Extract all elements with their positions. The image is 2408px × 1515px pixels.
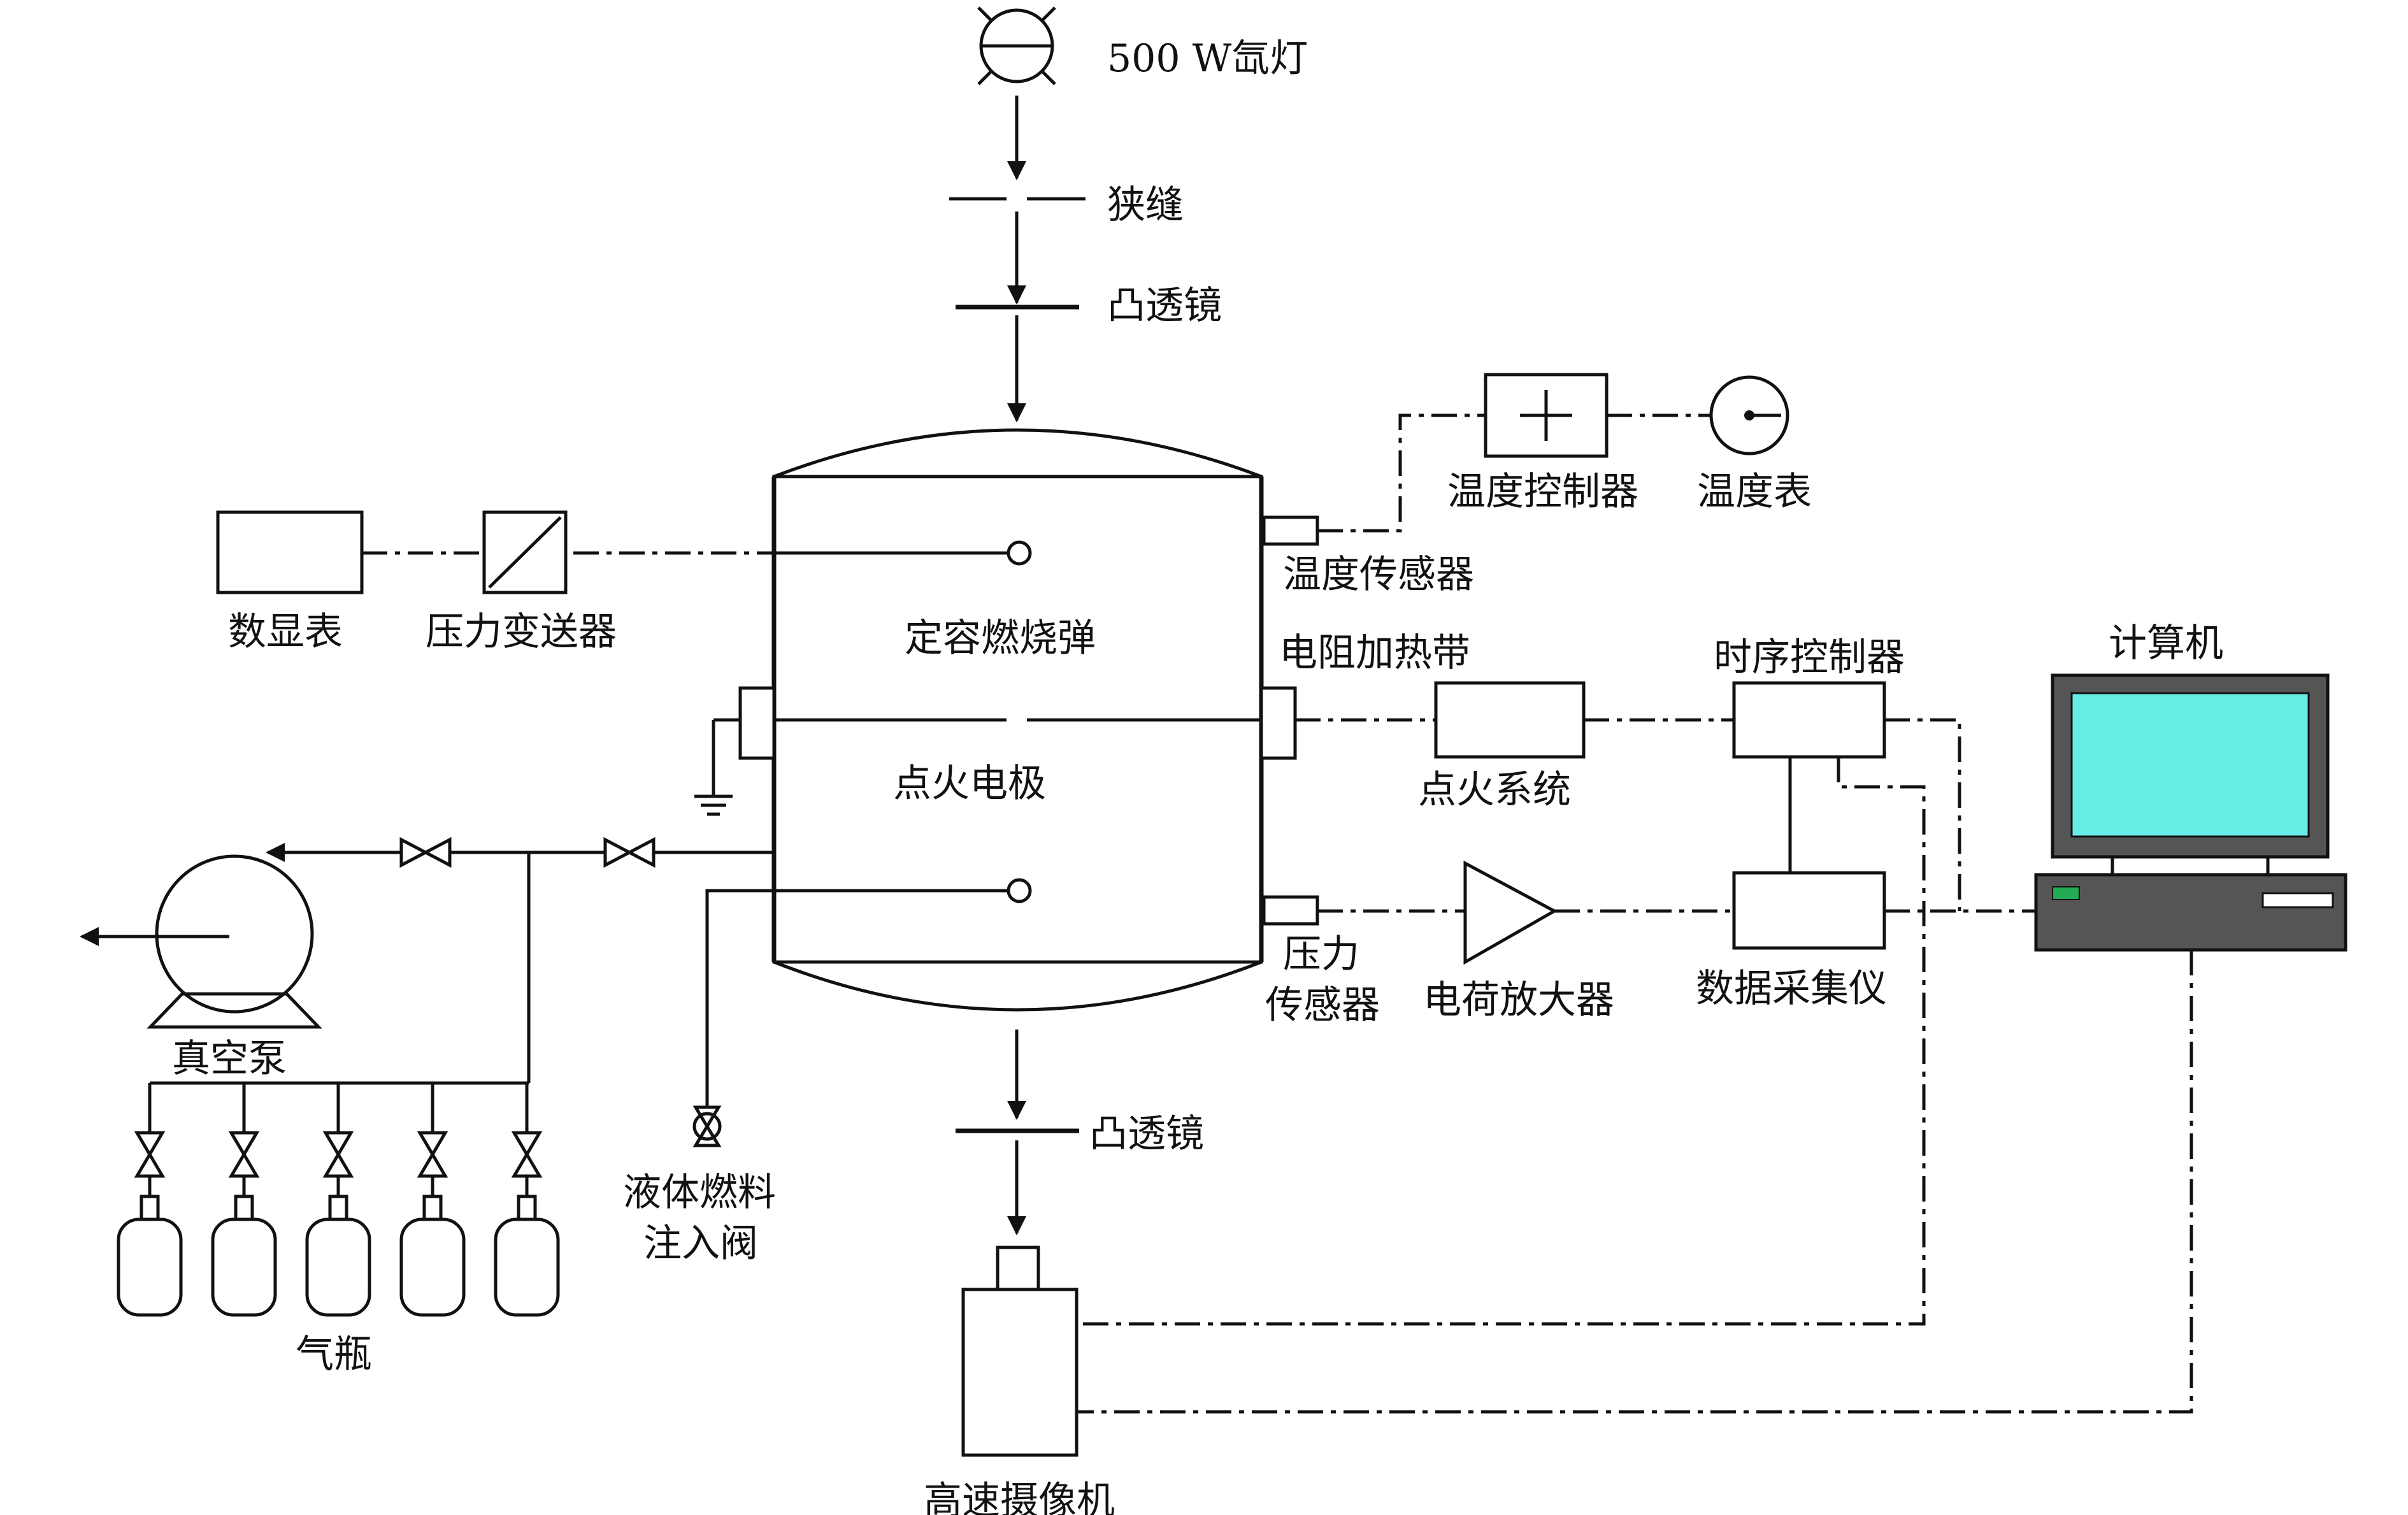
temp-sensor-label: 温度传感器 — [1283, 552, 1474, 597]
pressure-transmitter-label: 压力变送器 — [426, 610, 617, 654]
pressure-sensor-icon — [1262, 895, 1319, 926]
gas-cylinders-label: 气瓶 — [296, 1332, 372, 1377]
timing-to-computer-line — [1884, 718, 1961, 911]
vacuum-pump-label: 真空泵 — [172, 1037, 287, 1081]
timing-controller-label: 时序控制器 — [1714, 635, 1905, 680]
temperature-sensor-icon — [1262, 515, 1319, 546]
pressure-sensor-label-2: 传感器 — [1265, 983, 1380, 1028]
temp-meter-label: 温度表 — [1697, 470, 1812, 514]
pressure-transmitter — [482, 510, 568, 594]
liquid-injection-valve-icon — [692, 1105, 722, 1147]
pressure-sensor-port-icon — [1007, 878, 1032, 903]
electrode-label: 点火电极 — [893, 761, 1046, 806]
heater-band-label: 电阻加热带 — [1279, 631, 1470, 675]
valve-icon — [603, 836, 656, 868]
valve-icon — [399, 836, 452, 868]
vacuum-pump-icon — [80, 854, 322, 1029]
xenon-lamp-icon — [977, 6, 1056, 85]
gas-cylinder-3 — [305, 1083, 371, 1317]
charge-amplifier-label: 电荷放大器 — [1423, 978, 1614, 1023]
electrode-holder-right — [1259, 686, 1297, 760]
gas-cylinder-4 — [399, 1083, 466, 1317]
ground-icon — [694, 718, 740, 816]
temp-controller-label: 温度控制器 — [1447, 470, 1638, 514]
liquid-valve-label-2: 注入阀 — [643, 1221, 758, 1266]
display-meter — [216, 510, 364, 594]
computer-camera-line — [1077, 950, 2193, 1414]
data-acquisition-unit — [1732, 871, 1886, 950]
pressure-sensor-label-1: 压力 — [1283, 932, 1359, 977]
temperature-meter-icon — [1709, 375, 1789, 456]
timing-controller — [1732, 681, 1886, 759]
gas-cylinder-5 — [494, 1083, 560, 1317]
liquid-fuel-line — [705, 889, 774, 1107]
lamp-label: 500 W氙灯 — [1107, 36, 1308, 81]
camera-label: 高速摄像机 — [924, 1479, 1115, 1515]
temperature-controller — [1484, 373, 1609, 458]
combustion-vessel — [771, 428, 1264, 1012]
lens-top-label: 凸透镜 — [1107, 284, 1222, 328]
display-meter-label: 数显表 — [228, 610, 343, 654]
electrode-holder-left — [738, 686, 776, 760]
trigger-camera-line — [1077, 757, 1926, 1326]
daq-label: 数据采集仪 — [1696, 966, 1887, 1011]
pressure-port-icon — [1007, 540, 1032, 566]
vessel-label: 定容燃烧弹 — [905, 616, 1096, 661]
computer-icon — [2034, 673, 2347, 952]
high-speed-camera-icon — [961, 1246, 1079, 1457]
computer-label: 计算机 — [2109, 621, 2223, 666]
slit-label: 狭缝 — [1107, 183, 1184, 227]
ignition-system-label: 点火系统 — [1418, 768, 1571, 812]
temp-sensor-line — [1317, 413, 1486, 533]
charge-amplifier-icon — [1463, 860, 1558, 965]
gas-cylinder-2 — [211, 1083, 277, 1317]
liquid-valve-label-1: 液体燃料 — [623, 1170, 776, 1215]
gas-cylinder-1 — [117, 1083, 183, 1317]
lens-bottom-label: 凸透镜 — [1089, 1112, 1204, 1156]
ignition-system — [1434, 681, 1586, 759]
